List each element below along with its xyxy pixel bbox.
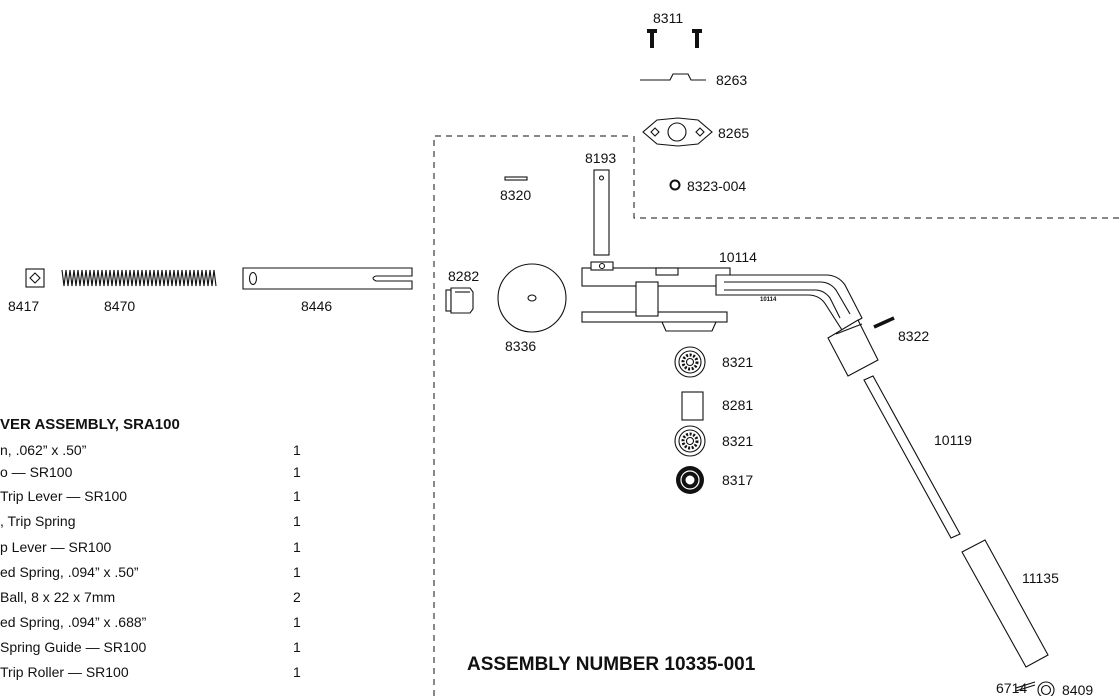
label-6714: 6714 <box>996 680 1027 696</box>
label-8281: 8281 <box>722 397 753 413</box>
parts-list-row-3-desc: Trip Lever — SR100 <box>0 488 127 504</box>
label-8282: 8282 <box>448 268 479 284</box>
parts-list-row-1-qty: 1 <box>293 442 301 458</box>
assembly-number: ASSEMBLY NUMBER 10335-001 <box>467 654 756 675</box>
label-8321-upper: 8321 <box>722 354 753 370</box>
parts-list-row-9-desc: Spring Guide — SR100 <box>0 639 147 655</box>
label-8317: 8317 <box>722 472 753 488</box>
label-8193: 8193 <box>585 150 616 166</box>
part-8263-plate <box>640 73 706 81</box>
parts-list-row-10-qty: 1 <box>293 664 301 680</box>
parts-list-row-7-desc: Ball, 8 x 22 x 7mm <box>0 589 115 605</box>
parts-list-row-2-qty: 1 <box>293 464 301 480</box>
label-8417: 8417 <box>8 298 39 314</box>
part-8321-bearing-lower <box>674 425 706 457</box>
part-8320-pin <box>504 176 528 181</box>
label-8263: 8263 <box>716 72 747 88</box>
parts-list-row-10-desc: Trip Roller — SR100 <box>0 664 129 680</box>
part-8417-block <box>25 268 45 288</box>
parts-list-row-1-desc: n, .062” x .50” <box>0 442 87 458</box>
parts-list-row-4-desc: , Trip Spring <box>0 513 75 529</box>
parts-list-row-6-qty: 1 <box>293 564 301 580</box>
part-8265-gasket <box>642 117 713 147</box>
part-11135-sleeve <box>961 539 1049 668</box>
parts-list-row-8-desc: ed Spring, .094” x .688” <box>0 614 147 630</box>
part-8193-shaft <box>593 169 610 256</box>
parts-list-title: VER ASSEMBLY, SRA100 <box>0 416 180 433</box>
label-8322: 8322 <box>898 328 929 344</box>
label-10119: 10119 <box>934 432 972 448</box>
part-8317-roller <box>676 466 704 494</box>
part-8311-screws <box>647 29 702 48</box>
parts-list-row-3-qty: 1 <box>293 488 301 504</box>
parts-list-row-8-qty: 1 <box>293 614 301 630</box>
part-10119-rod <box>863 375 961 539</box>
label-8409: 8409 <box>1062 682 1093 696</box>
part-8409-washer <box>1037 681 1055 696</box>
parts-list-row-7-qty: 2 <box>293 589 301 605</box>
part-8446-lever <box>242 267 413 290</box>
label-10114: 10114 <box>719 249 757 265</box>
label-8265: 8265 <box>718 125 749 141</box>
label-8446: 8446 <box>301 298 332 314</box>
part-8470-spring <box>61 269 217 287</box>
parts-list-row-5-qty: 1 <box>293 539 301 555</box>
parts-list: VER ASSEMBLY, SRA100 n, .062” x .50” 1 o… <box>0 416 301 680</box>
label-8470: 8470 <box>104 298 135 314</box>
parts-list-row-6-desc: ed Spring, .094” x .50” <box>0 564 139 580</box>
label-11135: 11135 <box>1022 570 1059 586</box>
part-8282-bushing <box>445 287 474 314</box>
part-8336-washer <box>497 263 567 333</box>
part-8281-spacer <box>681 391 704 421</box>
assembly-boundary-dashed <box>433 135 1119 696</box>
parts-list-row-9-qty: 1 <box>293 639 301 655</box>
label-8323: 8323-004 <box>687 178 746 194</box>
parts-list-row-4-qty: 1 <box>293 513 301 529</box>
label-8311: 8311 <box>653 10 683 26</box>
label-8321-lower: 8321 <box>722 433 753 449</box>
part-10114-trip-lever <box>581 261 879 377</box>
part-8323-ring <box>669 179 681 191</box>
parts-list-row-2-desc: o — SR100 <box>0 464 73 480</box>
label-10114-stamp: 10114 <box>760 297 777 303</box>
parts-list-row-5-desc: p Lever — SR100 <box>0 539 111 555</box>
part-6714-cotter-pin <box>1015 681 1036 692</box>
part-8321-bearing-upper <box>674 346 706 378</box>
label-8336: 8336 <box>505 338 536 354</box>
label-8320: 8320 <box>500 187 531 203</box>
part-8322-pin <box>873 316 895 329</box>
